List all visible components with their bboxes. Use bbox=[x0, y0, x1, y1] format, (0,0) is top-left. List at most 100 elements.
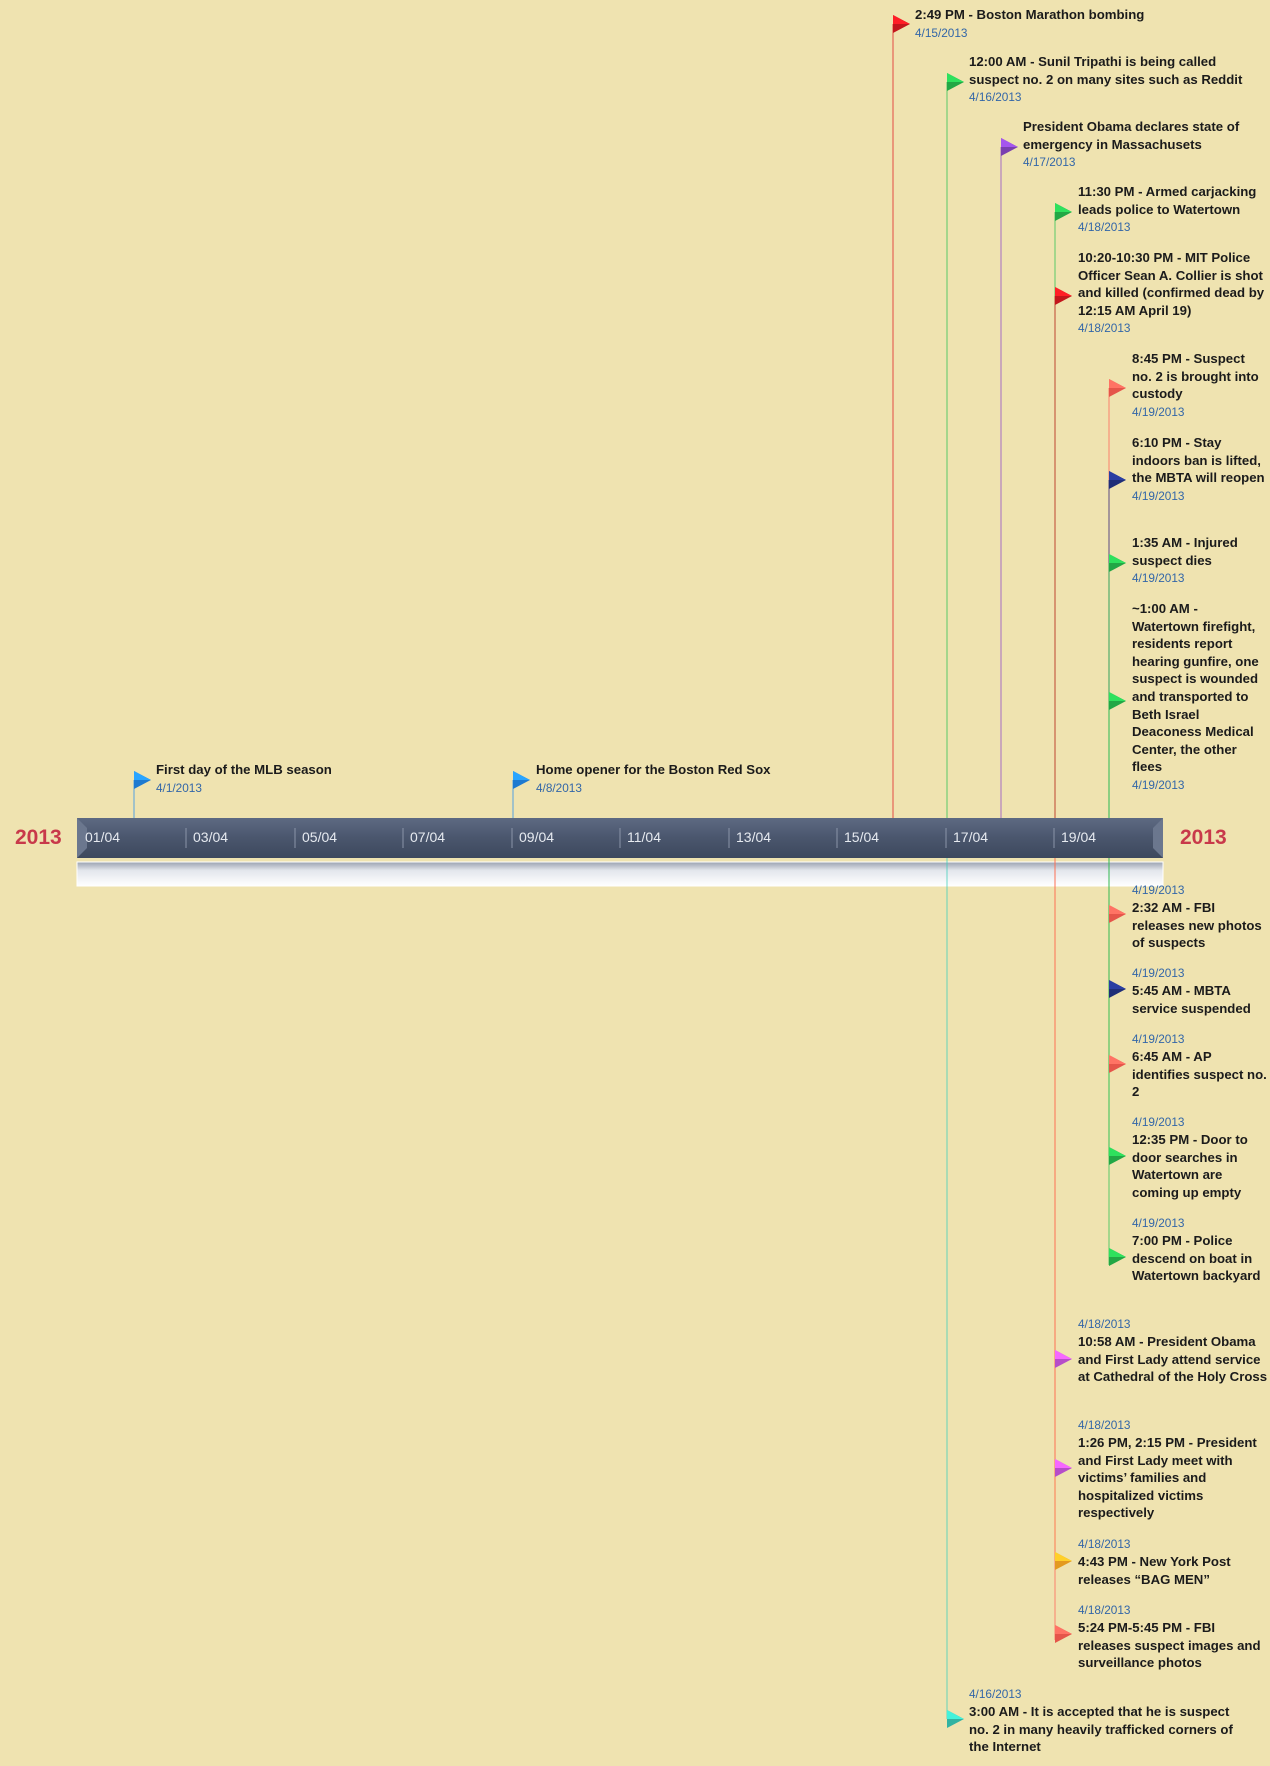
event-title: 7:00 PM - Police descend on boat in Wate… bbox=[1132, 1233, 1261, 1284]
event-date: 4/18/2013 bbox=[1078, 1537, 1131, 1551]
event-date: 4/18/2013 bbox=[1078, 1317, 1131, 1331]
event-label: 4/19/2013 5:45 AM - MBTA service suspende… bbox=[1132, 964, 1267, 1017]
event-label: 4/19/2013 6:45 AM - AP identifies suspect… bbox=[1132, 1030, 1267, 1101]
connector-lines-front bbox=[946, 858, 1110, 1719]
event-title: 11:30 PM - Armed carjacking leads police… bbox=[1078, 184, 1257, 217]
connector-lines bbox=[133, 24, 1110, 818]
event-flag-icon bbox=[1109, 1055, 1126, 1073]
event-date: 4/8/2013 bbox=[536, 780, 582, 795]
event-label: 11:30 PM - Armed carjacking leads police… bbox=[1078, 183, 1268, 236]
event-label: 2:49 PM - Boston Marathon bombing 4/15/20… bbox=[915, 6, 1225, 42]
event-flag-icon bbox=[947, 1710, 964, 1728]
event-flag-icon bbox=[134, 771, 151, 789]
event-date: 4/16/2013 bbox=[969, 1687, 1022, 1701]
event-label: ~1:00 AM - Watertown firefight, resident… bbox=[1132, 600, 1267, 794]
year-label-left: 2013 bbox=[15, 826, 62, 849]
event-date: 4/19/2013 bbox=[1132, 883, 1185, 897]
event-title: 12:35 PM - Door to door searches in Wate… bbox=[1132, 1132, 1248, 1200]
event-label: 1:35 AM - Injured suspect dies 4/19/2013 bbox=[1132, 534, 1267, 587]
axis-tick-label: 03/04 bbox=[193, 829, 229, 845]
event-flags bbox=[134, 15, 1126, 1728]
event-title: 8:45 PM - Suspect no. 2 is brought into … bbox=[1132, 351, 1259, 402]
event-date: 4/1/2013 bbox=[156, 780, 202, 795]
event-date: 4/19/2013 bbox=[1132, 1216, 1185, 1230]
event-date: 4/19/2013 bbox=[1132, 571, 1185, 586]
event-title: 2:49 PM - Boston Marathon bombing bbox=[915, 7, 1145, 22]
event-label: 4/18/2013 4:43 PM - New York Post release… bbox=[1078, 1535, 1268, 1588]
event-flag-icon bbox=[1055, 1625, 1072, 1643]
timeline-bar-right-bevel bbox=[1153, 818, 1163, 858]
event-date: 4/18/2013 bbox=[1078, 220, 1131, 235]
event-label: 12:00 AM - Sunil Tripathi is being calle… bbox=[969, 53, 1269, 106]
event-label: 4/18/2013 5:24 PM-5:45 PM - FBI releases … bbox=[1078, 1601, 1268, 1672]
event-date: 4/18/2013 bbox=[1078, 1603, 1131, 1617]
timeline-bar-left-bevel bbox=[77, 818, 87, 858]
event-flag-icon bbox=[1055, 1552, 1072, 1570]
event-flag-icon bbox=[1109, 554, 1126, 572]
axis-tick-label: 05/04 bbox=[302, 829, 338, 845]
event-title: 6:10 PM - Stay indoors ban is lifted, th… bbox=[1132, 435, 1265, 486]
event-title: President Obama declares state of emerge… bbox=[1023, 119, 1240, 152]
event-title: 3:00 AM - It is accepted that he is susp… bbox=[969, 1704, 1233, 1755]
axis-tick-label: 13/04 bbox=[736, 829, 772, 845]
event-flag-icon bbox=[513, 771, 530, 789]
event-flag-icon bbox=[1109, 1147, 1126, 1165]
event-title: 5:24 PM-5:45 PM - FBI releases suspect i… bbox=[1078, 1620, 1261, 1671]
event-title: 5:45 AM - MBTA service suspended bbox=[1132, 983, 1251, 1016]
tick-dividers bbox=[185, 828, 1055, 848]
event-date: 4/19/2013 bbox=[1132, 1115, 1185, 1129]
event-label: President Obama declares state of emerge… bbox=[1023, 118, 1268, 171]
event-date: 4/19/2013 bbox=[1132, 777, 1185, 792]
event-label: 4/18/2013 10:58 AM - President Obama and … bbox=[1078, 1315, 1268, 1386]
timeline-shelf bbox=[76, 861, 1164, 887]
event-label: First day of the MLB season 4/1/2013 bbox=[156, 761, 356, 797]
event-title: 6:45 AM - AP identifies suspect no. 2 bbox=[1132, 1049, 1267, 1100]
event-title: First day of the MLB season bbox=[156, 762, 332, 777]
event-flag-icon bbox=[1109, 905, 1126, 923]
axis-tick-label: 11/04 bbox=[627, 829, 661, 845]
event-date: 4/17/2013 bbox=[1023, 155, 1076, 170]
event-flag-icon bbox=[1001, 138, 1018, 156]
axis-tick-label: 01/04 bbox=[85, 829, 121, 845]
event-label: 4/19/2013 7:00 PM - Police descend on boa… bbox=[1132, 1214, 1267, 1285]
event-date: 4/16/2013 bbox=[969, 90, 1022, 105]
event-date: 4/19/2013 bbox=[1132, 966, 1185, 980]
event-flag-icon bbox=[947, 73, 964, 91]
event-title: 10:20-10:30 PM - MIT Police Officer Sean… bbox=[1078, 250, 1265, 318]
event-date: 4/18/2013 bbox=[1078, 321, 1131, 336]
event-title: Home opener for the Boston Red Sox bbox=[536, 762, 771, 777]
event-flag-icon bbox=[893, 15, 910, 33]
event-title: ~1:00 AM - Watertown firefight, resident… bbox=[1132, 601, 1259, 775]
event-flag-icon bbox=[1055, 1459, 1072, 1477]
event-label: 4/18/2013 1:26 PM, 2:15 PM - President an… bbox=[1078, 1416, 1268, 1522]
event-label: 4/19/2013 2:32 AM - FBI releases new phot… bbox=[1132, 881, 1267, 952]
event-title: 2:32 AM - FBI releases new photos of sus… bbox=[1132, 900, 1262, 951]
event-date: 4/15/2013 bbox=[915, 25, 968, 40]
event-label: 8:45 PM - Suspect no. 2 is brought into … bbox=[1132, 350, 1267, 421]
event-title: 1:35 AM - Injured suspect dies bbox=[1132, 535, 1238, 568]
event-date: 4/18/2013 bbox=[1078, 1418, 1131, 1432]
event-title: 1:26 PM, 2:15 PM - President and First L… bbox=[1078, 1435, 1257, 1521]
event-flag-icon bbox=[1109, 379, 1126, 397]
axis-tick-label: 07/04 bbox=[410, 829, 446, 845]
event-flag-icon bbox=[1055, 1350, 1072, 1368]
event-flag-icon bbox=[1109, 980, 1126, 998]
event-date: 4/19/2013 bbox=[1132, 1032, 1185, 1046]
event-label: Home opener for the Boston Red Sox 4/8/20… bbox=[536, 761, 816, 797]
event-title: 4:43 PM - New York Post releases “BAG ME… bbox=[1078, 1554, 1231, 1587]
event-flag-icon bbox=[1109, 692, 1126, 710]
event-flag-icon bbox=[1109, 471, 1126, 489]
event-flag-icon bbox=[1055, 287, 1072, 305]
event-date: 4/19/2013 bbox=[1132, 404, 1185, 419]
event-flag-icon bbox=[1055, 203, 1072, 221]
event-label: 4/19/2013 12:35 PM - Door to door searche… bbox=[1132, 1113, 1267, 1201]
event-label: 10:20-10:30 PM - MIT Police Officer Sean… bbox=[1078, 249, 1268, 337]
event-date: 4/19/2013 bbox=[1132, 488, 1185, 503]
event-title: 10:58 AM - President Obama and First Lad… bbox=[1078, 1334, 1268, 1385]
event-label: 6:10 PM - Stay indoors ban is lifted, th… bbox=[1132, 434, 1267, 505]
axis-tick-label: 19/04 bbox=[1061, 829, 1097, 845]
year-label-right: 2013 bbox=[1180, 826, 1227, 849]
axis-tick-label: 15/04 bbox=[844, 829, 880, 845]
event-label: 4/16/2013 3:00 AM - It is accepted that h… bbox=[969, 1685, 1234, 1756]
